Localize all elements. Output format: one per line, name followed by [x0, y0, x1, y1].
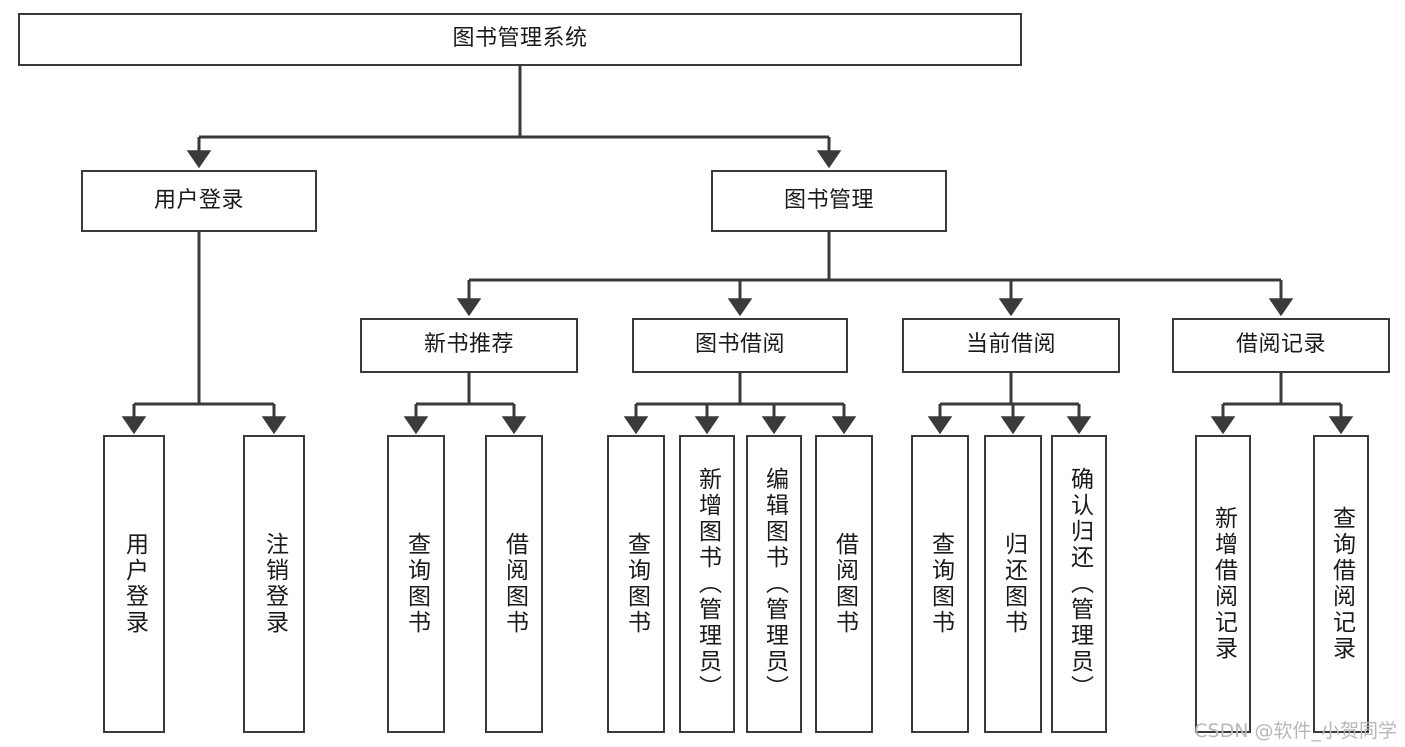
- leaf-query-book-current[interactable]: 查询图书: [911, 435, 969, 733]
- leaf-add-book-admin-label: 新增图书（管理员）: [694, 467, 721, 701]
- node-book-manage-label: 图书管理: [783, 187, 874, 213]
- leaf-confirm-return-admin[interactable]: 确认归还（管理员）: [1051, 435, 1107, 733]
- leaf-add-borrow-record-label: 新增借阅记录: [1210, 506, 1237, 662]
- node-book-manage[interactable]: 图书管理: [711, 170, 947, 232]
- node-root[interactable]: 图书管理系统: [18, 13, 1022, 66]
- leaf-confirm-return-admin-label: 确认归还（管理员）: [1066, 467, 1093, 701]
- node-user-login-label: 用户登录: [153, 187, 244, 213]
- leaf-edit-book-admin[interactable]: 编辑图书（管理员）: [746, 435, 802, 733]
- node-borrow-record-label: 借阅记录: [1235, 332, 1326, 358]
- node-borrow-record[interactable]: 借阅记录: [1172, 318, 1390, 373]
- leaf-return-book[interactable]: 归还图书: [984, 435, 1042, 733]
- leaf-logout[interactable]: 注销登录: [243, 435, 305, 733]
- leaf-query-book-borrow[interactable]: 查询图书: [607, 435, 665, 733]
- leaf-add-book-admin[interactable]: 新增图书（管理员）: [679, 435, 735, 733]
- node-book-borrow[interactable]: 图书借阅: [632, 318, 848, 373]
- node-current-borrow[interactable]: 当前借阅: [902, 318, 1120, 373]
- leaf-user-login[interactable]: 用户登录: [103, 435, 165, 733]
- leaf-query-book-recommend-label: 查询图书: [403, 532, 430, 636]
- node-new-book-recommend[interactable]: 新书推荐: [360, 318, 578, 373]
- leaf-borrow-book-recommend[interactable]: 借阅图书: [485, 435, 543, 733]
- leaf-logout-label: 注销登录: [261, 532, 288, 636]
- leaf-query-book-current-label: 查询图书: [927, 532, 954, 636]
- leaf-query-borrow-record-label: 查询借阅记录: [1328, 506, 1355, 662]
- leaf-query-borrow-record[interactable]: 查询借阅记录: [1313, 435, 1369, 733]
- leaf-add-borrow-record[interactable]: 新增借阅记录: [1195, 435, 1251, 733]
- node-new-book-recommend-label: 新书推荐: [423, 332, 514, 358]
- leaf-borrow-book[interactable]: 借阅图书: [815, 435, 873, 733]
- leaf-query-book-borrow-label: 查询图书: [623, 532, 650, 636]
- node-user-login[interactable]: 用户登录: [81, 170, 317, 232]
- node-book-borrow-label: 图书借阅: [694, 332, 785, 358]
- leaf-user-login-label: 用户登录: [121, 532, 148, 636]
- leaf-edit-book-admin-label: 编辑图书（管理员）: [761, 467, 788, 701]
- leaf-query-book-recommend[interactable]: 查询图书: [387, 435, 445, 733]
- node-current-borrow-label: 当前借阅: [965, 332, 1056, 358]
- leaf-return-book-label: 归还图书: [1000, 532, 1027, 636]
- leaf-borrow-book-recommend-label: 借阅图书: [501, 532, 528, 636]
- leaf-borrow-book-label: 借阅图书: [831, 532, 858, 636]
- node-root-label: 图书管理系统: [452, 26, 588, 52]
